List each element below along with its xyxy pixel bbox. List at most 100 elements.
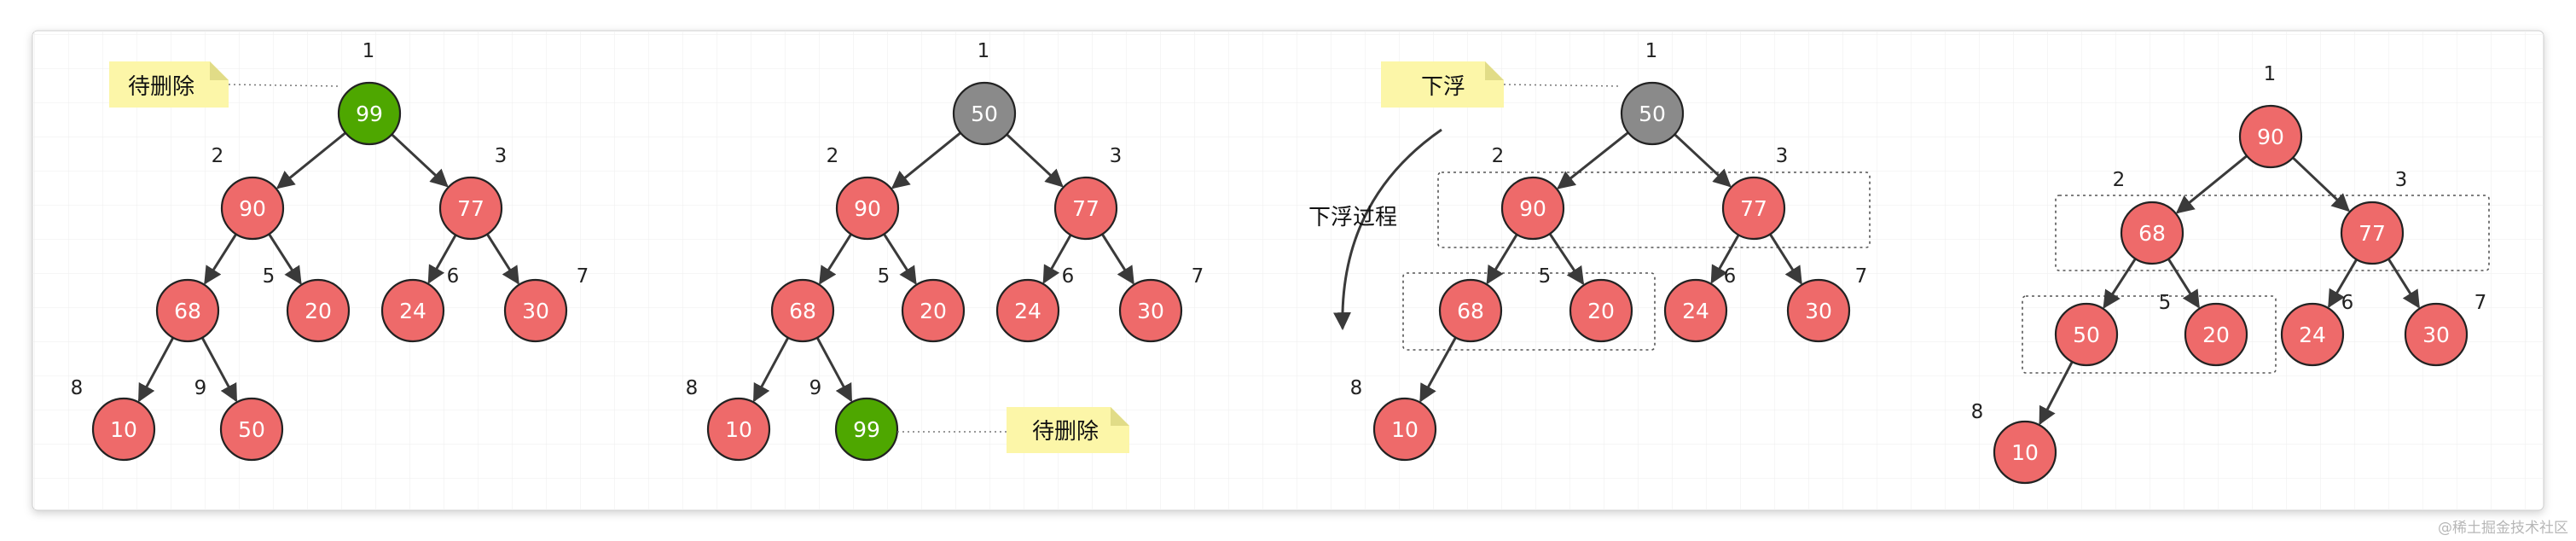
heap-node [1053, 176, 1118, 241]
heap-node-value: 68 [1457, 299, 1484, 323]
node-index-label: 3 [1110, 145, 1123, 167]
heap-node-value: 90 [854, 196, 881, 221]
tree-edge [1486, 233, 1518, 285]
tree-edge [137, 336, 175, 403]
heap-node-value: 77 [1072, 196, 1099, 221]
heap-node [286, 278, 351, 343]
heap-node [380, 278, 445, 343]
tree-edge [1674, 133, 1732, 188]
node-index-label: 7 [2474, 292, 2487, 314]
tree-edge [276, 131, 346, 189]
heap-node [1438, 278, 1503, 343]
heap-node [2120, 201, 2184, 265]
heap-node-value: 68 [174, 299, 201, 323]
heap-node [1993, 420, 2057, 485]
heap-node [2184, 302, 2248, 367]
heap-node [438, 176, 503, 241]
node-index-label: 7 [1855, 265, 1868, 288]
heap-node [952, 81, 1017, 146]
tree-edge [2039, 361, 2074, 426]
node-index-label: 9 [194, 377, 207, 399]
heap-node-value: 50 [2073, 323, 2100, 347]
node-index-label: 3 [1776, 145, 1789, 167]
swap-highlight-box [1437, 172, 1871, 248]
tree-edge [1710, 234, 1740, 284]
heap-node [1372, 397, 1437, 462]
node-index-label: 1 [363, 40, 375, 62]
heap-node-value: 24 [2299, 323, 2326, 347]
heap-node [1721, 176, 1786, 241]
heap-node-value: 77 [1740, 196, 1767, 221]
tree-edge [2103, 258, 2137, 309]
node-index-label: 3 [2395, 169, 2408, 191]
tree-edge [2167, 258, 2201, 309]
tree-edge [891, 131, 961, 189]
sticky-note [1381, 61, 1504, 108]
heap-node-value: 30 [2422, 323, 2450, 347]
node-index-label: 1 [978, 40, 990, 62]
heap-node-value: 10 [2011, 440, 2039, 465]
heap-node-value: 77 [457, 196, 484, 221]
heap-node-value: 10 [110, 417, 137, 442]
tree-edge [1042, 234, 1072, 284]
node-index-label: 8 [1350, 377, 1363, 399]
tree-edge [815, 336, 853, 403]
heap-node-value: 10 [725, 417, 752, 442]
float-down-process-arrow [1333, 128, 1442, 331]
heap-node [220, 176, 285, 241]
heap-node [503, 278, 568, 343]
tree-edge [2175, 154, 2248, 214]
heap-node-value: 24 [399, 299, 426, 323]
sticky-note-text: 待删除 [1032, 419, 1099, 445]
heap-node-value: 90 [239, 196, 266, 221]
node-index-label: 2 [827, 145, 839, 167]
tree-edge [1100, 233, 1134, 285]
sticky-note-fold [1485, 61, 1504, 80]
heap-node [706, 397, 771, 462]
sticky-note-text: 待删除 [128, 74, 194, 100]
tree-edge [2387, 258, 2421, 309]
heap-node-value: 90 [2257, 125, 2284, 149]
heap-node-value: 20 [1587, 299, 1615, 323]
heap-node [219, 397, 284, 462]
node-index-label: 2 [1492, 145, 1505, 167]
node-index-label: 5 [878, 265, 891, 288]
heap-node [1569, 278, 1633, 343]
node-index-label: 8 [71, 377, 84, 399]
tree-edge [819, 233, 853, 285]
node-index-label: 5 [263, 265, 276, 288]
tree-edge [427, 234, 457, 284]
tree-edge [2292, 156, 2350, 212]
node-index-label: 2 [2113, 169, 2126, 191]
heap-node [995, 278, 1060, 343]
heap-node [1786, 278, 1851, 343]
note-connector [1503, 84, 1622, 87]
tree-edge [883, 233, 917, 285]
heap-node-value: 24 [1014, 299, 1041, 323]
heap-node [1118, 278, 1183, 343]
tree-edge [200, 336, 238, 403]
heap-node [2054, 302, 2119, 367]
heap-node-value: 24 [1682, 299, 1709, 323]
heap-node [2340, 201, 2405, 265]
tree-edge [1557, 131, 1629, 189]
tree-edge [1548, 233, 1585, 286]
heap-node-value: 20 [2202, 323, 2230, 347]
heap-node [155, 278, 220, 343]
watermark: @稀土掘金技术社区 [2438, 520, 2568, 537]
heap-node [2238, 104, 2303, 169]
heap-node [2280, 302, 2345, 367]
heap-node-value: 68 [789, 299, 816, 323]
node-index-label: 8 [686, 377, 699, 399]
sticky-note [1007, 407, 1129, 453]
tree-edge [204, 233, 238, 285]
heap-node-value: 30 [1137, 299, 1164, 323]
node-index-label: 9 [809, 377, 822, 399]
tree-edge [752, 336, 790, 403]
node-index-label: 1 [1645, 40, 1658, 62]
swap-highlight-box [1402, 272, 1656, 351]
sticky-note-fold [1111, 407, 1129, 426]
sticky-note [109, 61, 229, 108]
heap-node [2404, 302, 2469, 367]
heap-node [91, 397, 156, 462]
